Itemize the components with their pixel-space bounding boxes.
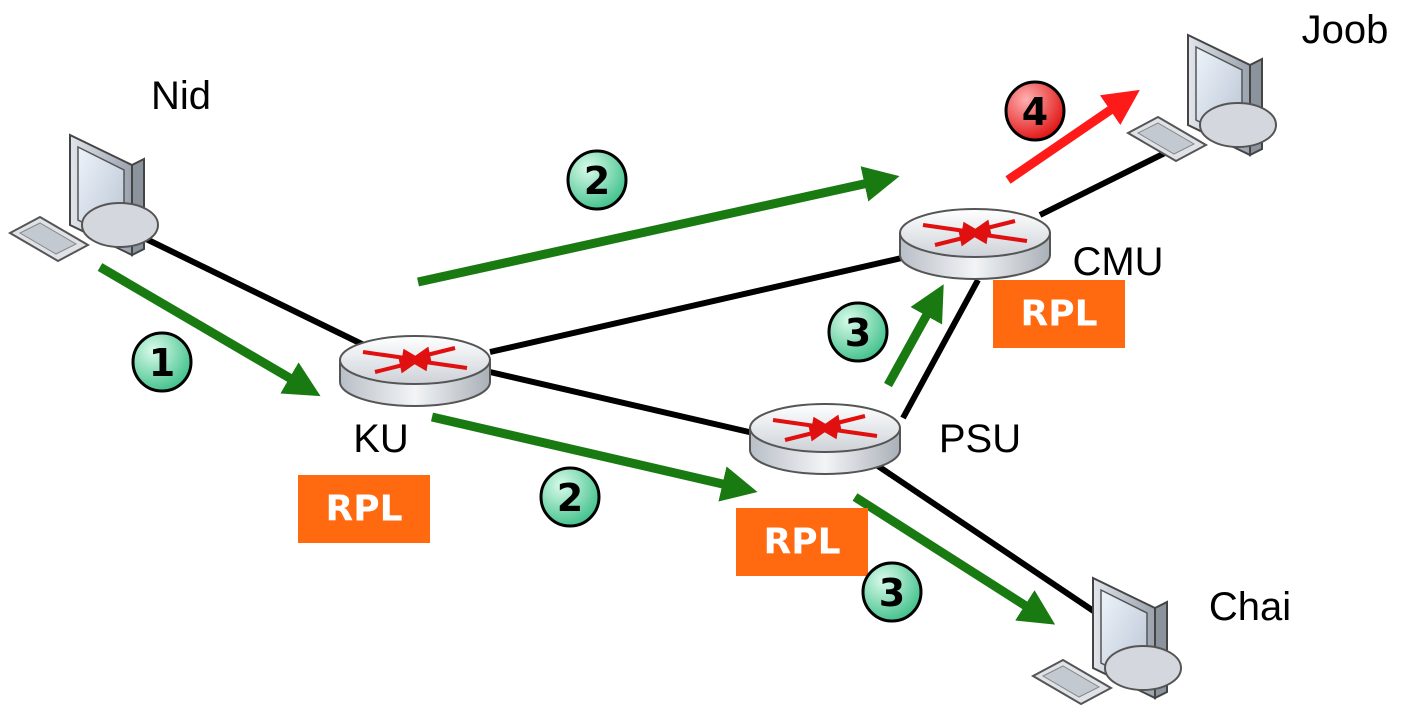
link-cmu-joob bbox=[1038, 145, 1177, 218]
link-ku-cmu bbox=[489, 252, 916, 355]
computer-nid-icon bbox=[7, 133, 159, 263]
step-badge-2-lower-label: 2 bbox=[557, 476, 583, 520]
router-psu-icon bbox=[749, 403, 901, 475]
flow-arrow-cmu-joob bbox=[1005, 89, 1140, 184]
rpl-tag-cmu: RPL bbox=[993, 280, 1125, 348]
flow-arrow-nid-ku bbox=[97, 263, 321, 397]
computer-joob-icon bbox=[1125, 33, 1277, 163]
step-badge-3-lower: 3 bbox=[861, 561, 923, 623]
link-psu-chai bbox=[870, 459, 1097, 615]
step-badge-3-lower-label: 3 bbox=[879, 571, 905, 615]
step-badge-1-label: 1 bbox=[149, 341, 175, 385]
flow-arrow-psu-cmu bbox=[884, 284, 944, 388]
node-label-psu: PSU bbox=[939, 417, 1021, 461]
rpl-tag-ku: RPL bbox=[298, 475, 430, 543]
links bbox=[138, 145, 1177, 615]
rpl-tag-psu-label: RPL bbox=[763, 522, 840, 563]
rpl-tag-ku-label: RPL bbox=[325, 489, 402, 530]
step-badge-4: 4 bbox=[1004, 80, 1066, 142]
node-label-cmu: CMU bbox=[1072, 240, 1163, 284]
flow-arrow-ku-cmu bbox=[417, 166, 900, 287]
flow-arrow-psu-chai bbox=[852, 493, 1056, 625]
computer-chai-icon bbox=[1030, 576, 1182, 706]
router-cmu-icon bbox=[899, 208, 1051, 280]
step-badge-1: 1 bbox=[131, 331, 193, 393]
node-label-ku: KU bbox=[353, 417, 409, 461]
node-label-joob: Joob bbox=[1302, 8, 1389, 52]
step-badge-3-upper-label: 3 bbox=[845, 311, 871, 355]
link-nid-ku bbox=[138, 233, 372, 351]
link-ku-psu bbox=[489, 369, 763, 438]
flow-arrows bbox=[97, 89, 1140, 625]
step-badge-4-label: 4 bbox=[1022, 90, 1048, 134]
step-badge-2-lower: 2 bbox=[539, 466, 601, 528]
step-badge-2-upper: 2 bbox=[566, 149, 628, 211]
rpl-tag-psu: RPL bbox=[736, 508, 868, 576]
step-badge-3-upper: 3 bbox=[827, 301, 889, 363]
node-label-chai: Chai bbox=[1209, 585, 1291, 629]
router-ku-icon bbox=[339, 335, 491, 407]
rpl-tag-cmu-label: RPL bbox=[1020, 294, 1097, 335]
link-psu-cmu bbox=[900, 278, 981, 420]
node-label-nid: Nid bbox=[151, 74, 211, 118]
flow-arrow-ku-psu bbox=[430, 412, 758, 502]
step-badge-2-upper-label: 2 bbox=[584, 159, 610, 203]
